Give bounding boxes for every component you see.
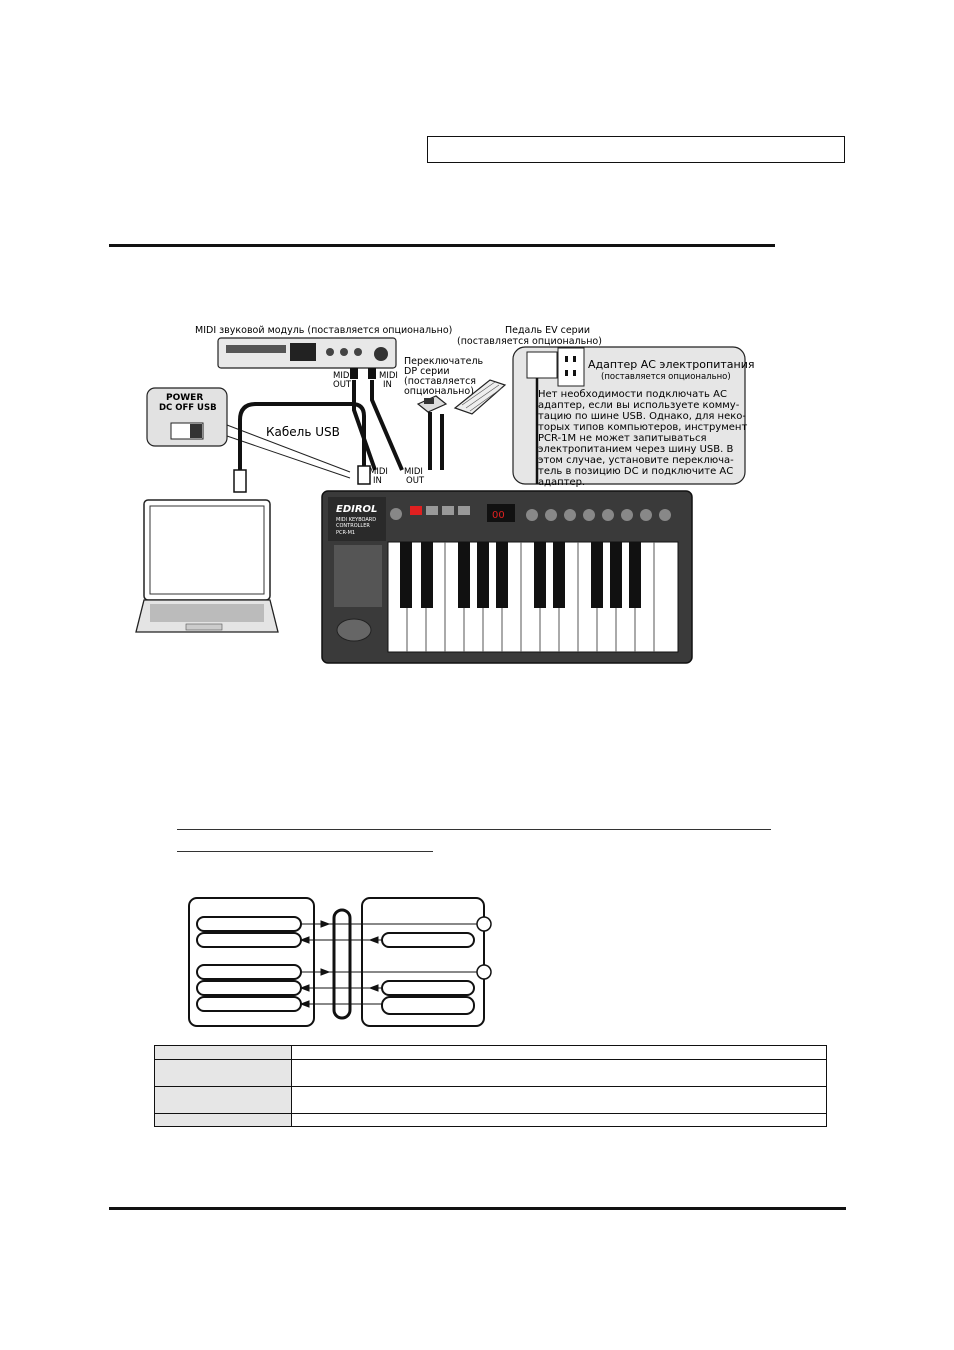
- midi-port-icon: [476, 964, 492, 980]
- midi-flow-diagram: [188, 897, 492, 1027]
- usb-cable-label: Кабель USB: [266, 425, 340, 439]
- power-title: POWER: [166, 393, 203, 403]
- adapter-note-line: электропитанием через шину USB. В: [538, 444, 733, 455]
- adapter-title: Адаптер АС электропитания: [588, 358, 754, 371]
- power-options: DC OFF USB: [159, 403, 217, 413]
- table-row: [154, 1059, 827, 1087]
- midi-out-top-label-2: OUT: [333, 380, 352, 390]
- footswitch-icon: [416, 395, 448, 413]
- table-cell: [291, 1045, 827, 1060]
- adapter-note-line: адаптер.: [538, 477, 585, 488]
- pedal-icon: [453, 379, 507, 415]
- pedal-sublabel: (поставляется опционально): [457, 336, 602, 347]
- adapter-note-line: торых типов компьютеров, инструмент: [538, 422, 747, 433]
- switch-label-4: опционально): [404, 386, 474, 397]
- switch-label-1: Переключатель: [404, 356, 484, 367]
- info-table: [154, 1045, 827, 1127]
- midi-out-bottom-label-1: MIDI: [404, 467, 423, 477]
- table-row: [154, 1045, 827, 1060]
- midi-in-top-label-1: MIDI: [379, 371, 398, 381]
- midi-out-bottom-label-2: OUT: [406, 476, 425, 486]
- adapter-note: Нет необходимости подключать АС адаптер,…: [538, 389, 747, 488]
- adapter-note-line: этом случае, установите переключа-: [538, 455, 734, 466]
- table-row: [154, 1086, 827, 1114]
- laptop-icon: [135, 499, 279, 633]
- pedal-label: Педаль EV серии: [505, 325, 590, 336]
- text-underline: [177, 851, 433, 852]
- adapter-note-line: адаптер, если вы используете комму-: [538, 400, 740, 411]
- keyboard-display: 00: [492, 510, 505, 521]
- keyboard-model: PCR-M1: [336, 530, 355, 536]
- midi-in-bottom-label-2: IN: [373, 476, 382, 486]
- sound-module-icon: [217, 337, 397, 369]
- footer-rule: [109, 1207, 846, 1210]
- table-cell: [291, 1086, 827, 1114]
- header-title-box: [427, 136, 845, 163]
- usb-plug-icon: [233, 469, 247, 493]
- table-cell: [154, 1045, 292, 1060]
- power-switch-callout: [146, 387, 351, 479]
- table-cell: [291, 1113, 827, 1127]
- keyboard-controller-icon: [321, 490, 693, 664]
- adapter-note-line: PCR-1M не может запитываться: [538, 433, 707, 444]
- midi-port-icon: [476, 916, 492, 932]
- switch-label-3: (поставляется: [404, 376, 476, 387]
- adapter-note-line: Нет необходимости подключать АС: [538, 389, 727, 400]
- adapter-note-line: тель в позицию DC и подключите АС: [538, 466, 733, 477]
- table-cell: [154, 1113, 292, 1127]
- section-rule: [109, 244, 775, 247]
- table-cell: [291, 1059, 827, 1087]
- text-underline: [177, 829, 771, 830]
- table-cell: [154, 1059, 292, 1087]
- midi-out-top-label-1: MIDI: [333, 371, 352, 381]
- switch-label-2: DP серии: [404, 366, 450, 377]
- keyboard-text-2: CONTROLLER: [336, 523, 370, 529]
- table-cell: [154, 1086, 292, 1114]
- adapter-callout: [512, 346, 746, 485]
- midi-in-bottom-label-1: MIDI: [369, 467, 388, 477]
- table-row: [154, 1113, 827, 1127]
- keyboard-text-1: MIDI KEYBOARD: [336, 517, 376, 523]
- midi-in-top-label-2: IN: [383, 380, 392, 390]
- keyboard-brand: EDIROL: [336, 504, 377, 515]
- sound-module-label: MIDI звуковой модуль (поставляется опцио…: [195, 325, 452, 336]
- adapter-note-line: тацию по шине USB. Однако, для неко-: [538, 411, 746, 422]
- connection-diagram: MIDI звуковой модуль (поставляется опцио…: [135, 325, 754, 664]
- adapter-subtitle: (поставляется опционально): [601, 372, 731, 382]
